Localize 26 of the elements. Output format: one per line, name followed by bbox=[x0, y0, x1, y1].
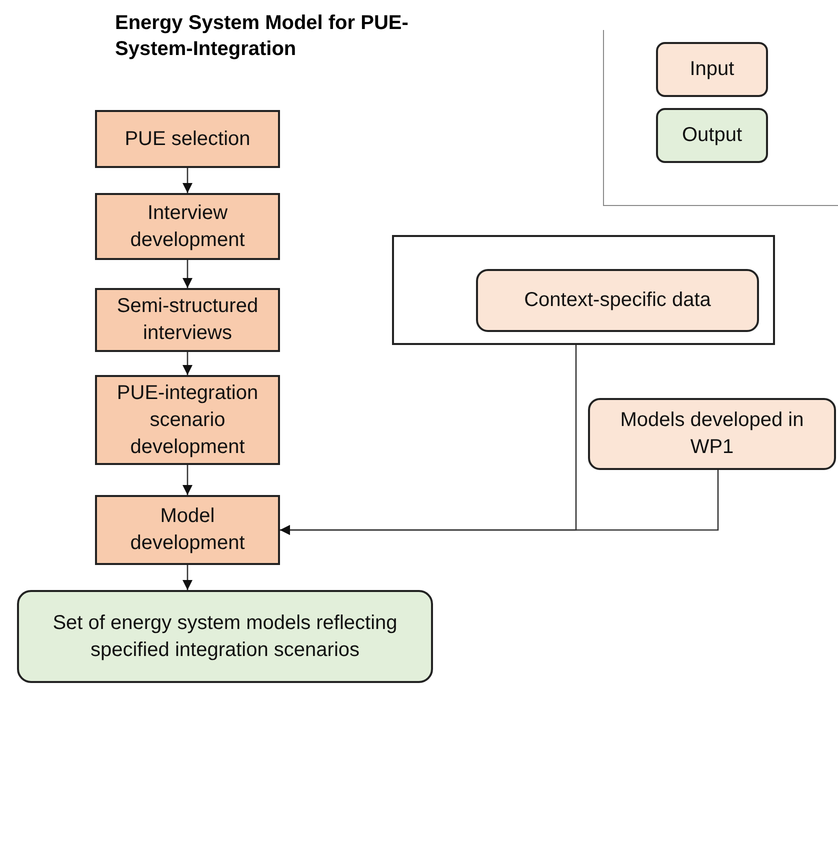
node-label: Model development bbox=[129, 504, 246, 556]
input-box bbox=[476, 269, 759, 332]
arrow bbox=[182, 352, 192, 375]
process-box bbox=[95, 193, 280, 260]
diagram-title: Energy System Model for PUE-System-Integration bbox=[115, 11, 410, 62]
process-box bbox=[95, 110, 280, 168]
input-box bbox=[588, 398, 836, 470]
arrow bbox=[182, 465, 192, 495]
node-label: PUE selection bbox=[124, 126, 252, 152]
group-box bbox=[392, 235, 775, 345]
process-box bbox=[95, 375, 280, 465]
node-label: PUE-integration scenario development bbox=[116, 380, 260, 460]
node-label: Semi-structured interviews bbox=[116, 294, 260, 346]
node-label: Context-specific data bbox=[523, 288, 712, 313]
process-box bbox=[95, 495, 280, 565]
legend-label: Input bbox=[690, 58, 734, 81]
output-box bbox=[17, 590, 433, 683]
node-label: Interview development bbox=[129, 200, 246, 252]
legend-label: Output bbox=[682, 124, 742, 147]
arrow bbox=[280, 470, 719, 535]
arrow bbox=[182, 565, 192, 590]
node-label: Models developed in WP1 bbox=[619, 408, 805, 460]
process-box bbox=[95, 288, 280, 352]
arrow bbox=[182, 260, 192, 288]
node-label: Set of energy system models reflecting specified integration scenarios bbox=[52, 610, 398, 662]
arrow bbox=[182, 168, 192, 193]
